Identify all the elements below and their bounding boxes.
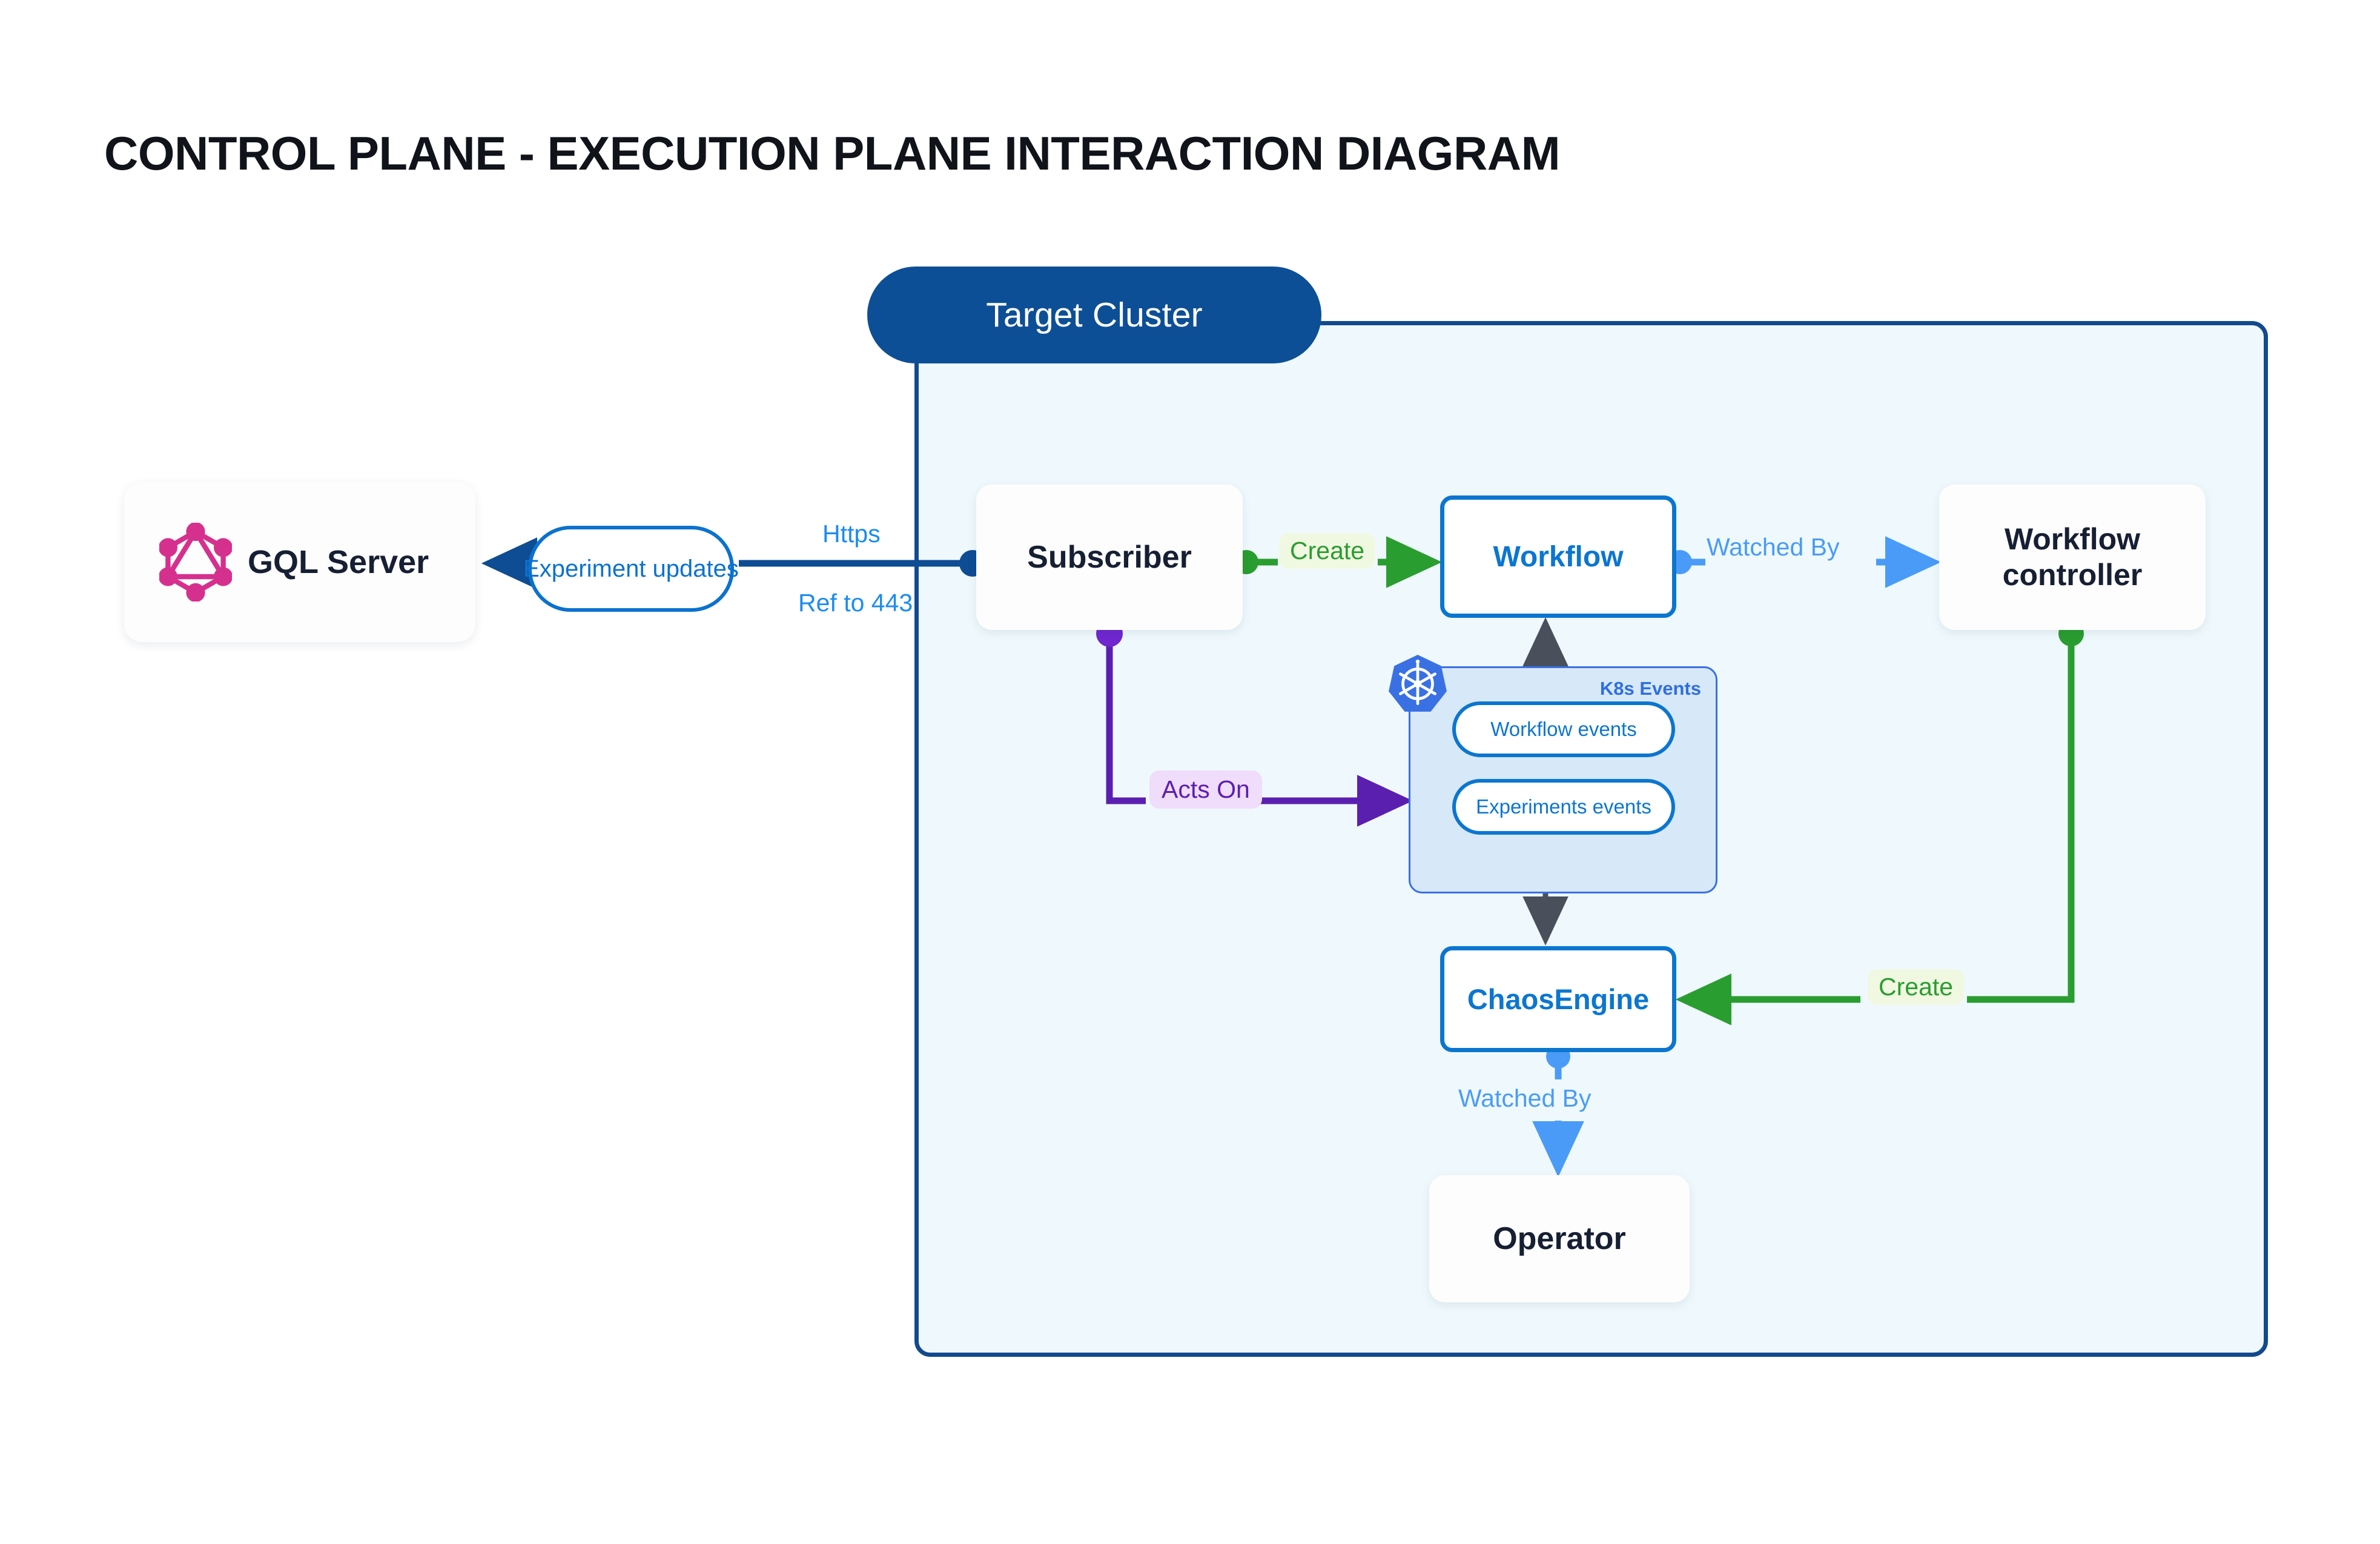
node-workflow[interactable]: Workflow — [1440, 495, 1676, 618]
edge-label-ref-to-443-text: Ref to 443 — [798, 589, 913, 617]
k8s-event-pill-workflow-events[interactable]: Workflow events — [1452, 701, 1675, 757]
node-operator[interactable]: Operator — [1429, 1175, 1690, 1302]
node-subscriber-label: Subscriber — [1027, 540, 1192, 575]
node-gql-server-label: GQL Server — [248, 543, 429, 580]
node-subscriber[interactable]: Subscriber — [976, 485, 1243, 630]
edge-label-experiment-updates: Experiment updates — [523, 526, 739, 612]
node-workflow-controller[interactable]: Workflow controller — [1939, 485, 2206, 630]
k8s-events-group-label: K8s Events — [1599, 678, 1701, 699]
k8s-event-pill-workflow-events-label: Workflow events — [1490, 718, 1637, 740]
edge-label-create-chaosengine-text: Create — [1879, 973, 1954, 1001]
node-workflow-controller-label: Workflow controller — [2002, 522, 2143, 592]
k8s-event-pill-experiments-events-label: Experiments events — [1476, 795, 1651, 818]
target-cluster-title-label: Target Cluster — [986, 296, 1203, 334]
edge-label-create-workflow-text: Create — [1290, 537, 1365, 565]
target-cluster-title-pill[interactable]: Target Cluster — [867, 267, 1321, 363]
kubernetes-logo-icon — [1389, 655, 1447, 712]
node-operator-label: Operator — [1493, 1221, 1626, 1256]
edge-label-watched-by-controller: Watched By — [1707, 533, 1840, 562]
edge-label-https-text: Https — [822, 520, 881, 548]
edge-label-watched-by-operator: Watched By — [1458, 1084, 1592, 1113]
edge-label-acts-on-text: Acts On — [1162, 775, 1250, 803]
edge-label-create-chaosengine: Create — [1868, 969, 1965, 1005]
edge-label-ref-to-443: Ref to 443 — [798, 589, 913, 617]
edge-label-watched-by-controller-text: Watched By — [1707, 533, 1840, 561]
node-chaosengine-label: ChaosEngine — [1467, 983, 1650, 1015]
edge-label-create-workflow: Create — [1279, 533, 1376, 569]
node-chaosengine[interactable]: ChaosEngine — [1440, 946, 1676, 1052]
node-workflow-label: Workflow — [1493, 540, 1624, 573]
node-gql-server[interactable]: GQL Server — [124, 482, 475, 642]
edge-label-acts-on: Acts On — [1149, 770, 1262, 809]
page-title: CONTROL PLANE - EXECUTION PLANE INTERACT… — [104, 127, 1561, 180]
edge-label-experiment-updates-text: Experiment updates — [523, 555, 739, 582]
edge-label-watched-by-operator-text: Watched By — [1458, 1084, 1592, 1112]
graphql-logo-icon — [159, 522, 232, 601]
k8s-event-pill-experiments-events[interactable]: Experiments events — [1452, 779, 1675, 835]
edge-label-https: Https — [822, 520, 881, 548]
